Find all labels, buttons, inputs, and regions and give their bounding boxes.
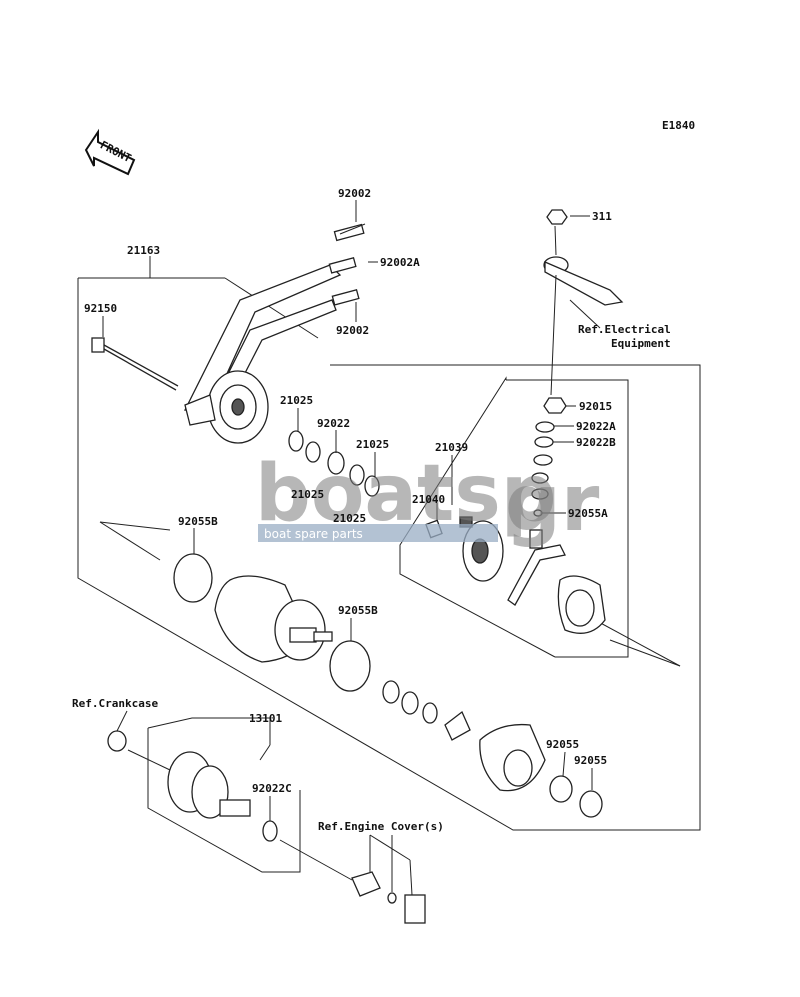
diagram-code: E1840: [662, 119, 695, 132]
part-label: 92055B: [338, 604, 378, 617]
part-label: 21025: [356, 438, 389, 451]
starter-motor-body: [214, 575, 333, 663]
watermark-logo: boatsp gr boat spare parts: [255, 449, 600, 549]
part-label: 21025: [280, 394, 313, 407]
part-label: 21040: [412, 493, 445, 506]
mounting-bracket: [183, 264, 342, 444]
ref-crankcase: Ref.Crankcase: [72, 697, 158, 710]
part-label: 21039: [435, 441, 468, 454]
part-label: 92150: [84, 302, 117, 315]
part-label: 92002: [338, 187, 371, 200]
part-label: 92022: [317, 417, 350, 430]
part-label: 92022B: [576, 436, 616, 449]
part-label: 92015: [579, 400, 612, 413]
brush-yoke: [507, 529, 606, 634]
part-label: 311: [592, 210, 612, 223]
part-label: 21163: [127, 244, 160, 257]
motor-washers: [382, 680, 471, 741]
part-label: 92002A: [380, 256, 420, 269]
front-arrow-icon: FRONT: [84, 128, 136, 176]
engine-cover-parts: [351, 871, 426, 924]
o-ring-92055-b: [579, 790, 603, 818]
bolt-92002a: [328, 256, 357, 274]
part-label: 92022C: [252, 782, 292, 795]
o-ring-92055-a: [549, 775, 573, 803]
watermark-suffix: gr: [505, 459, 600, 549]
part-label: 92055: [574, 754, 607, 767]
ref-engine-cover: Ref.Engine Cover(s): [318, 820, 444, 833]
long-bolt-92150: [91, 337, 179, 391]
starter-end-cover: [479, 723, 546, 792]
o-ring-92055b-right: [329, 640, 371, 692]
ref-electrical-line2: Equipment: [611, 337, 671, 350]
assembly-frame: [77, 277, 701, 873]
part-label: 13101: [249, 712, 282, 725]
part-label: 92002: [336, 324, 369, 337]
part-label: 92055B: [178, 515, 218, 528]
bolt-92002-mid: [331, 288, 360, 306]
terminal-stack: [531, 397, 567, 517]
bolt-92002-top: [333, 223, 366, 242]
starter-clutch-13101: [107, 730, 278, 842]
watermark-tagline: boat spare parts: [264, 527, 363, 541]
part-label: 21025: [333, 512, 366, 525]
cable-terminal: [543, 209, 624, 396]
part-label: 21025: [291, 488, 324, 501]
ref-electrical-line1: Ref.Electrical: [578, 323, 671, 336]
part-label: 92055: [546, 738, 579, 751]
reference-labels: Ref.Electrical Equipment Ref.Crankcase R…: [72, 323, 671, 833]
part-labels: 92002 92002A 92002 21163 92150 311 21025…: [84, 187, 616, 795]
o-ring-92055b-left: [173, 553, 213, 603]
part-label: 92055A: [568, 507, 608, 520]
part-label: 92022A: [576, 420, 616, 433]
leader-lines: [102, 200, 601, 896]
